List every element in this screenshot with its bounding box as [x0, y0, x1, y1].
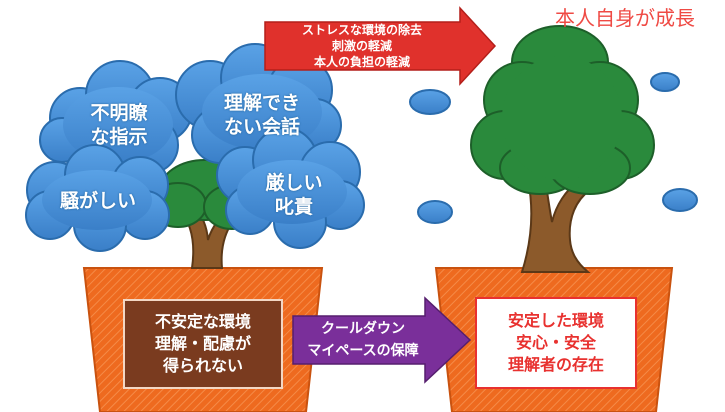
cloud-label-talk: 理解でき ない会話: [223, 92, 300, 138]
right-tree-canopy: [470, 25, 655, 195]
cloud-label-unclear: 不明瞭 な指示: [90, 102, 148, 148]
cloud-scold-shape: [216, 127, 365, 249]
purple-arrow: [292, 296, 472, 384]
right-trunk: [520, 176, 592, 273]
purple-arrow-label: クールダウン マイペースの保障: [307, 321, 419, 359]
small-cloud-1: [409, 89, 451, 115]
cloud-label-scold: 厳しい 叱責: [265, 172, 323, 218]
stable-environment-box: 安定した環境 安心・安全 理解者の存在: [475, 297, 637, 389]
red-arrow: [264, 6, 497, 86]
cloud-label-noisy: 騒がしい: [59, 190, 136, 212]
red-arrow-label: ストレスな環境の除去 刺激の軽減 本人の負担の軽減: [301, 23, 422, 69]
growth-title: 本人自身が成長: [555, 6, 695, 30]
small-cloud-4: [662, 188, 698, 212]
small-cloud-3: [650, 72, 680, 92]
small-cloud-2: [417, 200, 453, 224]
cloud-noisy-shape: [25, 144, 170, 252]
unstable-environment-box: 不安定な環境 理解・配慮が 得られない: [123, 299, 283, 389]
